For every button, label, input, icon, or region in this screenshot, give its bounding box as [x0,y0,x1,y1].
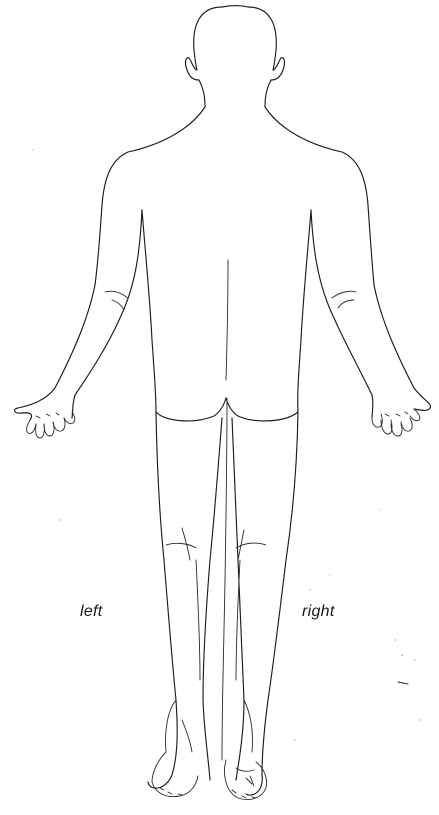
left-foot [152,700,198,797]
right-shoulder-line [265,107,374,285]
left-arm-outer [15,285,95,420]
right-knee-crease [236,530,266,560]
spine-line [226,260,228,380]
right-arm-inner [311,210,373,418]
right-hand [372,409,420,436]
right-arm-outer [374,285,431,410]
right-side-label: right [302,603,335,621]
left-leg-inner [203,418,222,780]
leg-separation-line [222,398,227,760]
right-torso-side [298,210,311,412]
left-shoulder-line [95,107,205,285]
left-torso-side [142,210,156,412]
left-hand [27,412,75,438]
left-knee-crease [166,528,196,560]
right-calf-line [236,560,240,680]
left-arm-inner [72,210,142,418]
right-foot [225,700,267,800]
left-leg-outer [148,412,177,788]
right-elbow-crease [332,291,356,308]
left-side-label: left [80,603,103,621]
right-leg-outer [246,412,298,795]
left-calf-line [196,560,200,680]
head-outline [186,6,285,108]
